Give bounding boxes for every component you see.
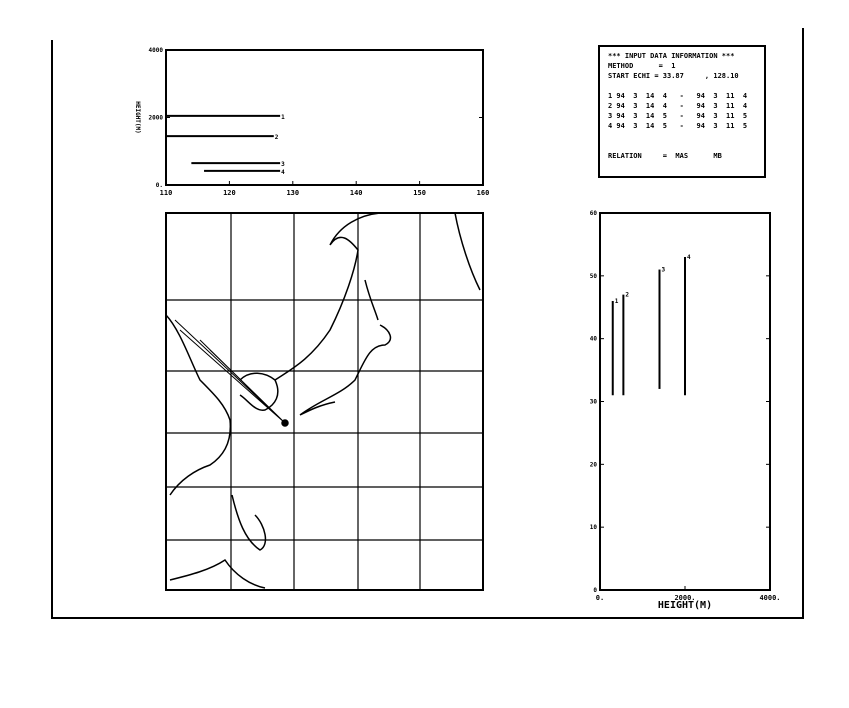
- info-row: 1 94 3 14 4 - 94 3 11 4: [608, 92, 748, 100]
- y-tick-label: 4000: [149, 47, 164, 54]
- y-tick-label: 10: [590, 524, 598, 531]
- y-tick-label: 60: [590, 210, 598, 217]
- input-data-info-box: *** INPUT DATA INFORMATION *** METHOD = 1…: [598, 45, 766, 178]
- y-tick-label: 20: [590, 461, 598, 468]
- series-label: 3: [281, 161, 285, 168]
- tracks: [174, 319, 286, 424]
- info-title: *** INPUT DATA INFORMATION ***: [608, 52, 735, 60]
- y-tick-label: 50: [590, 273, 598, 280]
- series-label: 4: [687, 254, 691, 261]
- x-tick-label: 110: [160, 189, 173, 197]
- series-label: 1: [281, 114, 285, 121]
- series-label: 4: [281, 169, 285, 176]
- x-axis-label: HEIGHT(M): [658, 600, 712, 611]
- y-tick-label: 2000: [149, 115, 164, 122]
- series-label: 1: [615, 298, 619, 305]
- x-tick-label: 150: [413, 189, 426, 197]
- start-point: [281, 419, 289, 427]
- info-row: 2 94 3 14 4 - 94 3 11 4: [608, 102, 748, 110]
- y-tick-label: 0: [593, 587, 597, 594]
- y-axis-label: HEIGHT(M): [134, 101, 141, 134]
- info-method: METHOD = 1: [608, 62, 676, 70]
- series-label: 3: [662, 267, 666, 274]
- info-row: 4 94 3 14 5 - 94 3 11 5: [608, 122, 748, 130]
- x-tick-label: 0.: [596, 594, 604, 602]
- y-tick-label: 0.: [156, 182, 163, 189]
- x-tick-label: 140: [350, 189, 363, 197]
- page-frame: [51, 28, 804, 619]
- plot-frame: [165, 49, 484, 186]
- series-label: 2: [275, 134, 279, 141]
- x-tick-label: 2000.: [674, 594, 695, 602]
- info-row: 3 94 3 14 5 - 94 3 11 5: [608, 112, 748, 120]
- series-label: 2: [625, 292, 629, 299]
- x-tick-label: 4000.: [759, 594, 780, 602]
- y-tick-label: 40: [590, 336, 598, 343]
- info-start: START ECHI = 33.87 , 128.10: [608, 72, 739, 80]
- map: [165, 212, 484, 591]
- coastline: [165, 212, 481, 589]
- info-relation: RELATION = MAS MB: [608, 152, 722, 160]
- x-tick-label: 130: [286, 189, 299, 197]
- y-tick-label: 30: [590, 399, 598, 406]
- x-tick-label: 160: [477, 189, 490, 197]
- longitude-height-plot: 110 120 130 140 150 160 0. 2000 4000 1 2 34 HEIGHT(M…: [134, 47, 489, 197]
- x-tick-label: 120: [223, 189, 236, 197]
